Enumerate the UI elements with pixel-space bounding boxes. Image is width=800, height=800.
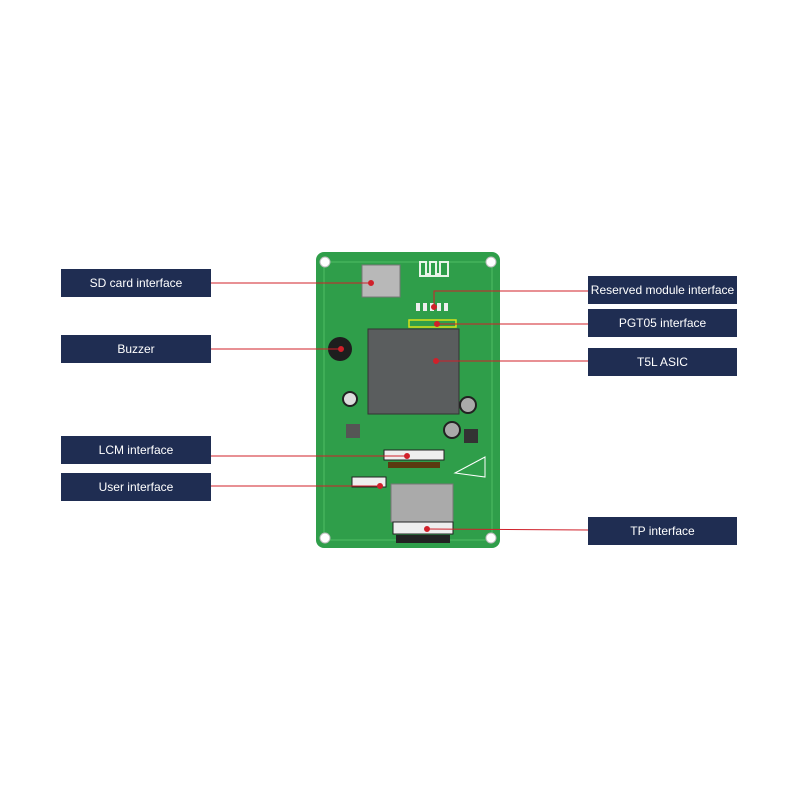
pcb-board	[316, 252, 500, 548]
leader-lines	[211, 280, 589, 532]
label-sd-card: SD card interface	[61, 269, 211, 297]
label-user: User interface	[61, 473, 211, 501]
label-tp: TP interface	[588, 517, 737, 545]
label-t5l-asic: T5L ASIC	[588, 348, 737, 376]
label-pgt05: PGT05 interface	[588, 309, 737, 337]
label-lcm: LCM interface	[61, 436, 211, 464]
label-buzzer: Buzzer	[61, 335, 211, 363]
label-reserved-module: Reserved module interface	[588, 276, 737, 304]
